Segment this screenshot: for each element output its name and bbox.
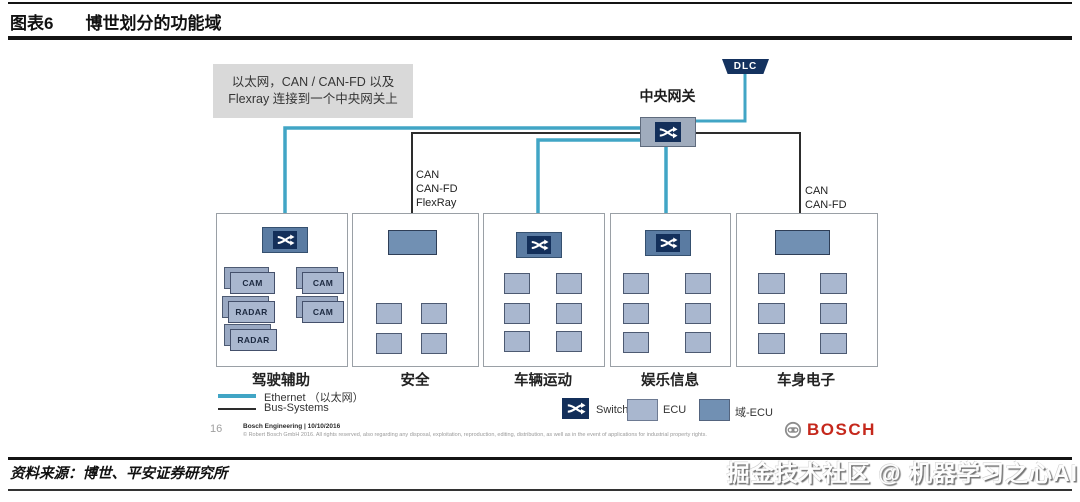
- legend-ecu-label: ECU: [663, 404, 687, 416]
- watermark: 掘金技术社区 @ 机器学习之心AI: [726, 460, 1078, 486]
- legend-ethernet-label: Ethernet （以太网）: [264, 392, 364, 404]
- switch-driving-assist: [262, 227, 308, 253]
- slide-credit: Bosch Engineering | 10/10/2016: [243, 423, 341, 430]
- device-cam: CAM: [302, 301, 344, 323]
- domain-label-infotainment: 娱乐信息: [641, 373, 699, 389]
- legend-switch-label: Switch: [596, 404, 629, 416]
- ethernet-link-driving-assist: [283, 126, 645, 229]
- dlc-ethernet-link: [694, 74, 747, 123]
- bus-link-body-electronics: [694, 132, 801, 231]
- ecu-box: [421, 333, 447, 354]
- switch-icon: [655, 122, 681, 142]
- device-radar: RADAR: [228, 301, 275, 323]
- ecu-box: [820, 273, 847, 294]
- device-radar: RADAR: [230, 329, 277, 351]
- domain-ecu-safety: [388, 230, 437, 255]
- top-thin-rule: [8, 2, 1072, 4]
- domain-label-vehicle-motion: 车辆运动: [514, 373, 572, 389]
- legend-switch-swatch: [562, 398, 589, 419]
- legend-bus-label: Bus-Systems: [264, 402, 329, 414]
- switch-infotainment: [645, 230, 691, 256]
- switch-icon: [273, 231, 297, 249]
- bosch-armature-icon: [784, 421, 802, 439]
- ecu-box: [623, 303, 649, 324]
- ecu-box: [623, 332, 649, 353]
- bottom-thin-rule: [8, 489, 1072, 491]
- domain-label-safety: 安全: [400, 373, 430, 389]
- bosch-wordmark: BOSCH: [807, 420, 876, 439]
- ecu-box: [504, 331, 530, 352]
- ecu-box: [556, 273, 582, 294]
- slide-copyright: © Robert Bosch GmbH 2016. All rights res…: [243, 432, 707, 438]
- page-title: 图表6 博世划分的功能域: [10, 9, 221, 34]
- bottom-thick-rule: [8, 457, 1072, 460]
- switch-icon: [656, 234, 680, 252]
- domain-label-body-electronics: 车身电子: [777, 373, 835, 389]
- ecu-box: [556, 303, 582, 324]
- ecu-box: [421, 303, 447, 324]
- legend-ecu-swatch: [627, 399, 658, 421]
- switch-icon: [527, 236, 551, 254]
- note-line1: 以太网，CAN / CAN-FD 以及: [231, 75, 395, 89]
- bus-label-left: CAN CAN-FD FlexRay: [416, 169, 458, 209]
- bus-link-safety: [411, 132, 645, 231]
- annotation-note: 以太网，CAN / CAN-FD 以及 Flexray 连接到一个中央网关上: [213, 64, 413, 118]
- ecu-box: [685, 273, 711, 294]
- ethernet-link-vehicle-motion: [536, 138, 645, 234]
- ecu-box: [758, 333, 785, 354]
- figure-number: 图表6: [10, 14, 54, 33]
- ecu-box: [623, 273, 649, 294]
- ecu-box: [685, 303, 711, 324]
- ecu-box: [685, 332, 711, 353]
- ecu-box: [556, 331, 582, 352]
- slide-page-number: 16: [210, 423, 223, 435]
- switch-vehicle-motion: [516, 232, 562, 258]
- legend-domain-ecu-swatch: [699, 399, 730, 421]
- central-gateway-label: 中央网关: [639, 88, 696, 104]
- ecu-box: [758, 273, 785, 294]
- legend-bus-swatch: [218, 408, 256, 410]
- device-cam: CAM: [302, 272, 344, 294]
- ecu-box: [376, 333, 402, 354]
- domain-ecu-body-electronics: [775, 230, 830, 255]
- figure-title: 博世划分的功能域: [85, 14, 222, 33]
- title-thick-rule: [8, 36, 1072, 40]
- central-gateway-switch: [640, 117, 696, 147]
- ecu-box: [376, 303, 402, 324]
- bus-label-right: CAN CAN-FD: [805, 185, 847, 211]
- legend-ethernet-swatch: [218, 394, 256, 398]
- domain-label-driving-assist: 驾驶辅助: [252, 373, 310, 389]
- device-cam: CAM: [230, 272, 275, 294]
- ecu-box: [820, 333, 847, 354]
- ecu-box: [504, 273, 530, 294]
- switch-icon: [567, 402, 586, 415]
- bosch-logo: BOSCH: [784, 420, 876, 440]
- ecu-box: [758, 303, 785, 324]
- source-line: 资料来源：博世、平安证券研究所: [10, 466, 228, 482]
- note-line2: Flexray 连接到一个中央网关上: [228, 92, 398, 106]
- ecu-box: [504, 303, 530, 324]
- ecu-box: [820, 303, 847, 324]
- legend-domain-ecu-label: 域-ECU: [735, 407, 773, 419]
- dlc-connector: DLC: [722, 59, 769, 74]
